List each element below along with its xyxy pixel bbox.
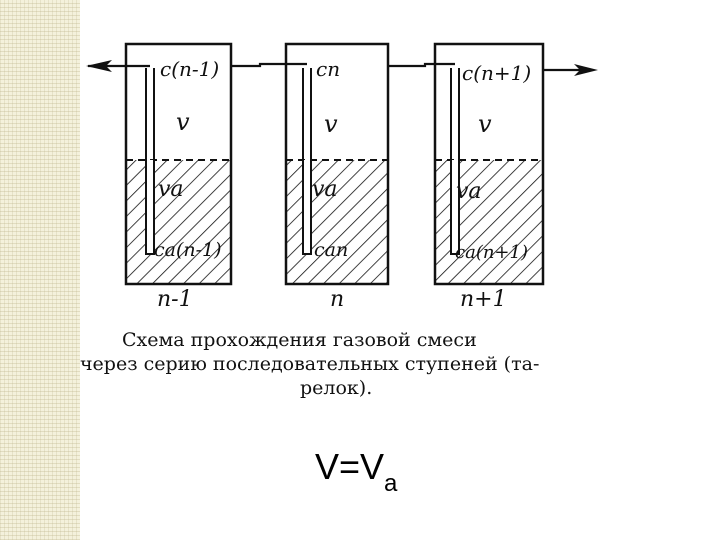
connector-1-2 bbox=[231, 62, 307, 68]
stage-1-inlet-tube bbox=[145, 68, 155, 255]
stage-3-inlet-tube bbox=[450, 68, 460, 255]
formula-main: V=V bbox=[315, 446, 385, 487]
stage-2-tank bbox=[284, 42, 390, 286]
stage-2-inlet-tube bbox=[302, 68, 312, 255]
inlet-arrow-icon bbox=[86, 60, 112, 72]
caption-line-1: Схема прохождения газовой смеси bbox=[122, 329, 477, 351]
stage-1-liquid-volume: va bbox=[158, 177, 184, 202]
stage-2-tube-gap bbox=[303, 160, 311, 254]
stage-3-gas-concentration: c(n+1) bbox=[462, 61, 531, 85]
left-decorative-strip bbox=[0, 0, 80, 540]
stage-2-gas-volume: v bbox=[324, 110, 338, 138]
gas-flow-line bbox=[86, 60, 598, 76]
volume-equality-formula: V=Va bbox=[315, 446, 397, 497]
stage-2-gas-concentration: cn bbox=[316, 57, 340, 81]
connector-2-3 bbox=[388, 62, 455, 68]
stage-3-tube-gap bbox=[451, 160, 459, 254]
stage-1-gas-concentration: c(n-1) bbox=[160, 57, 219, 81]
stage-1-number: n-1 bbox=[157, 287, 193, 312]
caption-line-2: через серию последовательных ступеней (т… bbox=[80, 353, 540, 375]
stage-2-vessel bbox=[284, 42, 390, 286]
figure-caption: Схема прохождения газовой смеси через се… bbox=[80, 328, 610, 400]
caption-line-3: релок). bbox=[300, 377, 373, 399]
formula-subscript: a bbox=[384, 470, 398, 497]
stage-2-liquid-concentration: can bbox=[314, 239, 348, 261]
stage-1-tube-gap bbox=[146, 160, 154, 254]
stage-3-tank bbox=[433, 42, 545, 286]
stage-2-number: n bbox=[330, 287, 344, 312]
stage-1-liquid-hatch bbox=[126, 160, 231, 284]
stage-3-liquid-concentration: ca(n+1) bbox=[455, 242, 528, 263]
stage-3-liquid-volume: va bbox=[456, 179, 482, 204]
outlet-arrow-icon bbox=[574, 64, 598, 76]
stage-1-liquid-concentration: ca(n-1) bbox=[154, 239, 222, 261]
stage-1-vessel bbox=[124, 42, 233, 286]
stage-2-liquid-volume: va bbox=[312, 177, 338, 202]
stage-1-tank bbox=[124, 42, 233, 286]
stage-3-number: n+1 bbox=[460, 287, 507, 312]
stage-3-vessel bbox=[433, 42, 545, 286]
stage-diagram: c(n-1) v va ca(n-1) n-1 cn v va can n c(… bbox=[86, 42, 598, 312]
stage-3-gas-volume: v bbox=[478, 110, 492, 138]
stage-1-gas-volume: v bbox=[176, 108, 190, 136]
